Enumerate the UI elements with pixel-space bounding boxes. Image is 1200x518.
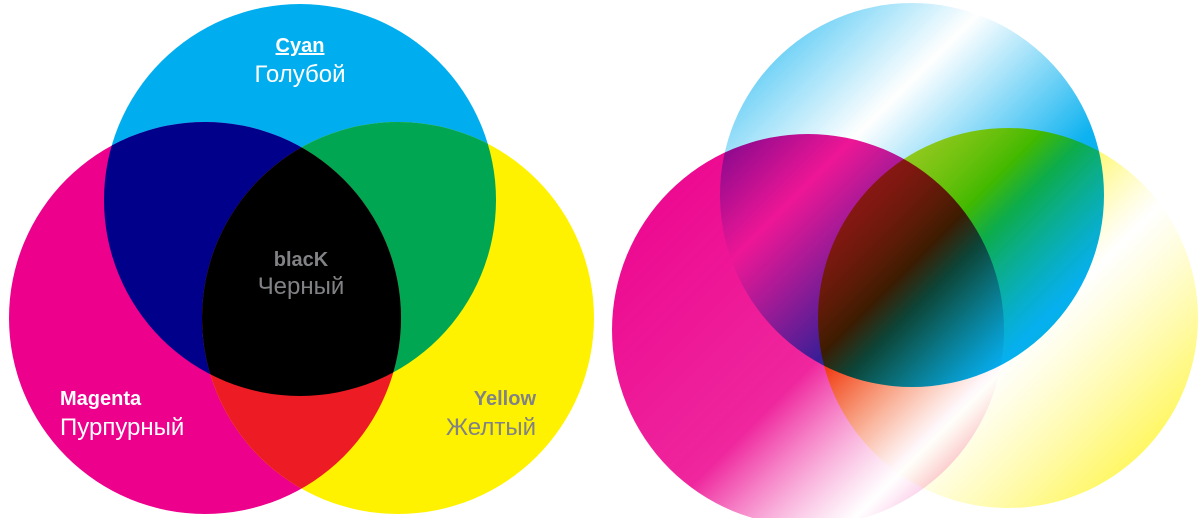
cyan-label-ru: Голубой (255, 61, 346, 88)
black-overlap (202, 122, 401, 396)
yellow-label-en: Yellow (474, 388, 537, 410)
magenta-label-en: Magenta (60, 388, 142, 410)
cyan-label-en: Cyan (276, 35, 325, 57)
gradient-cyan-circle (720, 3, 1104, 387)
left-cmyk-diagram: Cyan Голубой blacK Черный Magenta Пурпур… (9, 4, 594, 514)
black-label-ru: Черный (258, 273, 345, 300)
yellow-label-ru: Желтый (446, 414, 536, 441)
right-gradient-diagram (612, 3, 1198, 518)
black-label-en: blacK (274, 249, 329, 271)
magenta-label-ru: Пурпурный (60, 414, 184, 441)
